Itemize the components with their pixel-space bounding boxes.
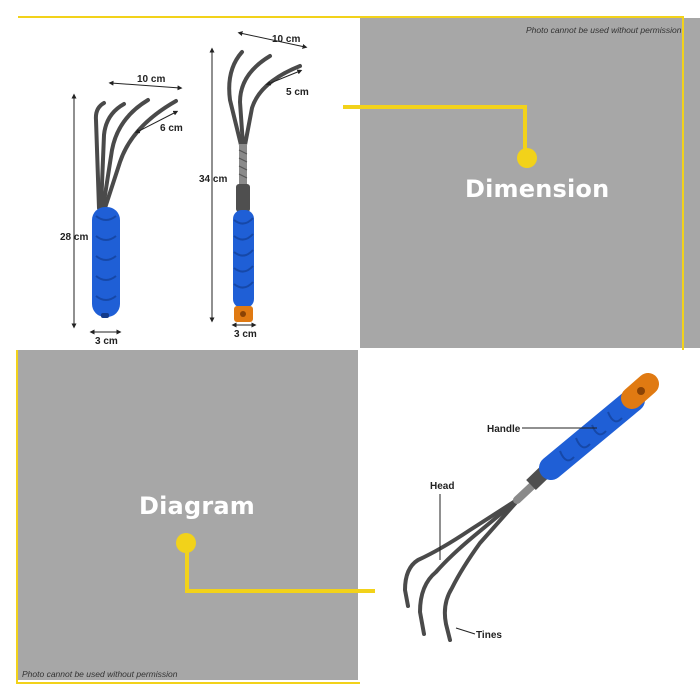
tool-a-illustration: [92, 98, 178, 318]
dimension-connector: [343, 105, 537, 168]
tool-b-dimensions: 10 cm 5 cm 34 cm 3 cm: [199, 31, 309, 340]
frame-right-border: [682, 16, 684, 350]
diagram-connector: [176, 533, 375, 593]
dimension-title: Dimension: [465, 175, 610, 203]
tool-a-width-label: 10 cm: [137, 74, 165, 85]
watermark-top: Photo cannot be used without permission: [526, 25, 682, 35]
diagram-title: Diagram: [139, 492, 255, 520]
tool-b-illustration: [227, 50, 302, 322]
tool-b-width-label: 10 cm: [272, 34, 300, 45]
dimension-title-panel: [360, 18, 700, 348]
tool-b-length-label: 34 cm: [199, 174, 227, 185]
frame-top-border: [18, 16, 684, 18]
tool-a-length-label: 28 cm: [60, 232, 88, 243]
handle-label: Handle: [487, 424, 521, 435]
tool-b-tine-label: 5 cm: [286, 87, 309, 98]
diagram-title-panel: [18, 350, 358, 680]
diagram-callouts: Handle Head Tines: [430, 424, 597, 641]
watermark-bottom: Photo cannot be used without permission: [22, 669, 178, 679]
tool-a-dimensions: 10 cm 6 cm 28 cm 3 cm: [60, 74, 183, 347]
frame-bottom-border: [16, 682, 360, 684]
head-label: Head: [430, 481, 454, 492]
diagram-tool-illustration: [402, 373, 659, 642]
tool-b-grip-label: 3 cm: [234, 329, 257, 340]
tool-a-tine-label: 6 cm: [160, 123, 183, 134]
tines-label: Tines: [476, 630, 502, 641]
frame-left-border: [16, 350, 18, 682]
tool-a-grip-label: 3 cm: [95, 336, 118, 347]
